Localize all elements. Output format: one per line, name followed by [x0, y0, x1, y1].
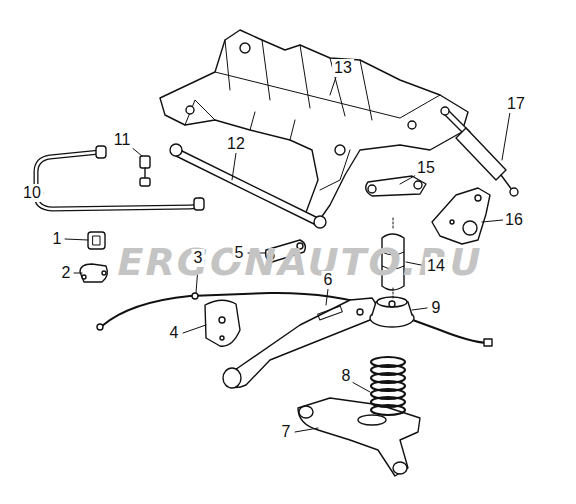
callout-number: 4	[168, 324, 181, 342]
callout-number: 10	[21, 184, 43, 202]
leader-lines	[36, 77, 510, 432]
callout-number: 5	[233, 244, 246, 262]
upper-link	[366, 176, 426, 196]
shock-absorber	[441, 107, 518, 196]
cable-bracket	[205, 300, 240, 346]
callout-number: 16	[503, 211, 525, 229]
lateral-rod	[170, 144, 326, 228]
callout-number: 7	[280, 423, 293, 441]
callout-number: 15	[415, 159, 437, 177]
callout-number: 13	[332, 59, 354, 77]
spring-seat	[370, 297, 414, 327]
callout-number: 8	[340, 367, 353, 385]
bushing-bracket	[80, 264, 107, 282]
lower-control-arm	[298, 398, 420, 476]
callout-number: 1	[51, 230, 64, 248]
trailing-arm	[223, 298, 377, 388]
callout-number: 3	[192, 249, 205, 267]
bushing	[88, 232, 105, 249]
callout-number: 2	[60, 264, 73, 282]
subframe	[160, 30, 468, 222]
stabilizer-link	[140, 156, 150, 186]
coil-spring	[371, 357, 405, 415]
callout-number: 12	[225, 135, 247, 153]
callout-number: 11	[112, 131, 133, 149]
knuckle	[432, 188, 490, 244]
callout-number: 9	[430, 299, 443, 317]
callout-number: 6	[322, 271, 335, 289]
callout-number: 14	[425, 257, 447, 275]
callout-number: 17	[505, 95, 527, 113]
